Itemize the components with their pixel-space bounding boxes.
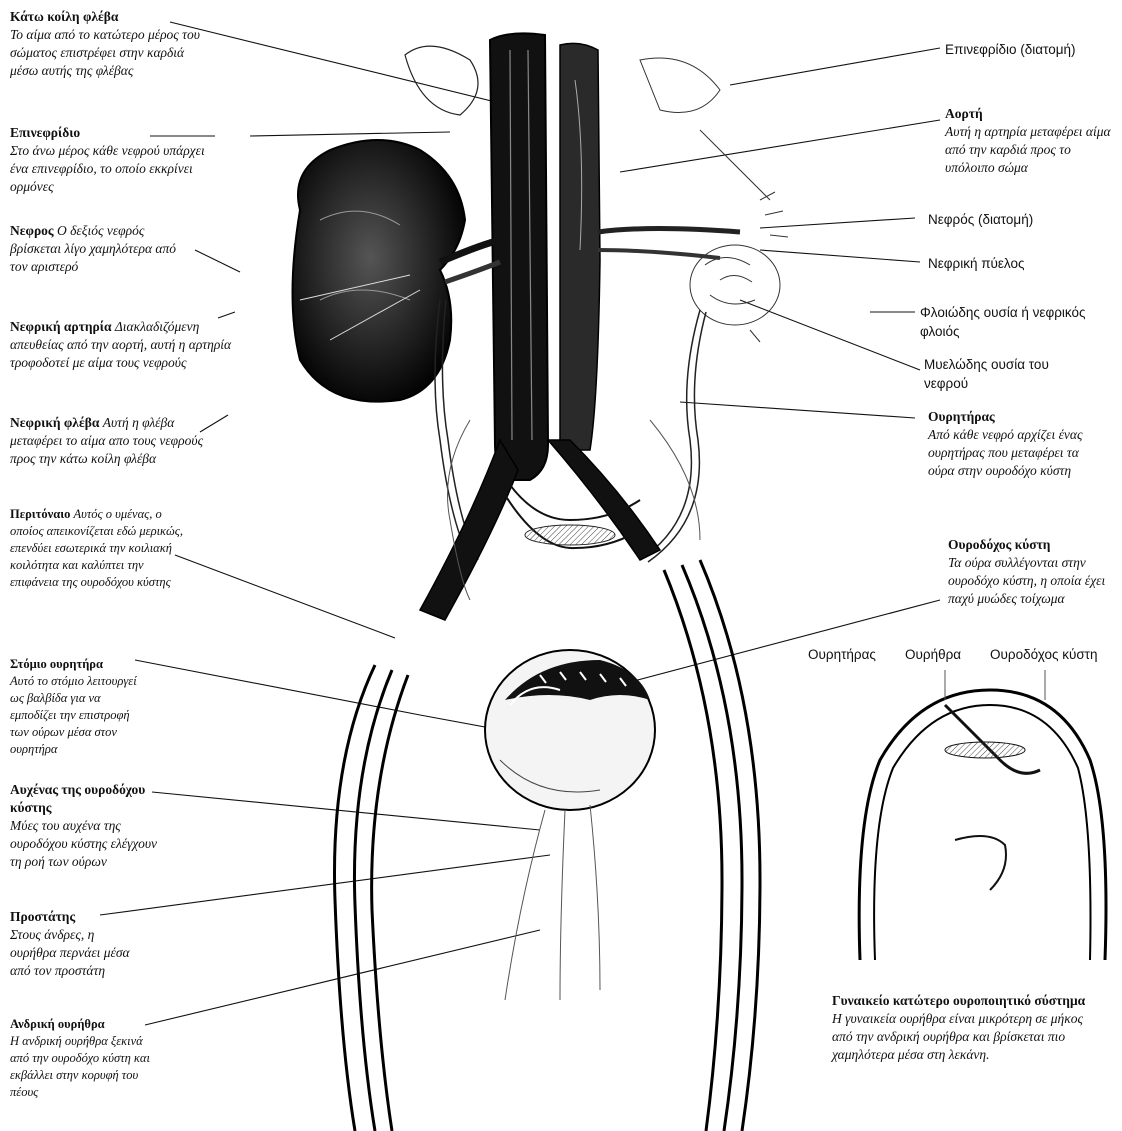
label-adrenal-left: Επινεφρίδιο Στο άνω μέρος κάθε νεφρού υπ… (10, 124, 225, 196)
label-renal-artery: Νεφρική αρτηρία Διακλαδιζόμενη απευθείας… (10, 318, 235, 372)
label-title: Αυχένας της ουροδόχου κύστης (10, 782, 145, 815)
label-renal-pelvis: Νεφρική πύελος (928, 254, 1118, 273)
label-female-inset: Γυναικείο κατώτερο ουροποιητικό σύστημα … (832, 992, 1102, 1064)
inset-label-ureter: Ουρητήρας (808, 645, 888, 664)
label-title: Ουροδόχος κύστη (948, 537, 1050, 552)
inset-label-bladder: Ουροδόχος κύστη (990, 645, 1120, 664)
label-desc: Αυτό το στόμιο λειτουργεί ως βαλβίδα για… (10, 674, 137, 756)
label-desc: Στο άνω μέρος κάθε νεφρού υπάρχει ένα επ… (10, 143, 205, 194)
label-title: Αορτή (945, 106, 983, 121)
label-desc: Από κάθε νεφρό αρχίζει ένας ουρητήρας πο… (928, 427, 1082, 478)
label-prostate: Προστάτης Στους άνδρες, η ουρήθρα περνάε… (10, 908, 135, 980)
inset-label-urethra: Ουρήθρα (905, 645, 985, 664)
urinary-bladder (485, 650, 655, 1000)
label-renal-cortex: Φλοιώδης ουσία ή νεφρικός φλοιός (920, 303, 1100, 341)
label-title: Ουρητήρας (928, 409, 995, 424)
female-inset (859, 670, 1106, 960)
label-renal-medulla: Μυελώδης ουσία του νεφρού (924, 355, 1094, 393)
label-title: Στόμιο ουρητήρα (10, 657, 103, 671)
label-ureter: Ουρητήρας Από κάθε νεφρό αρχίζει ένας ου… (928, 408, 1103, 480)
label-desc: Στους άνδρες, η ουρήθρα περνάει μέσα από… (10, 927, 130, 978)
label-desc: Η ανδρική ουρήθρα ξεκινά από την ουροδόχ… (10, 1034, 150, 1099)
label-title: Νεφρική αρτηρία (10, 319, 111, 334)
label-desc: Αυτή η αρτηρία μεταφέρει αίμα από την κα… (945, 124, 1111, 175)
label-desc: Νεφρική πύελος (928, 256, 1024, 271)
label-inferior-vena-cava: Κάτω κοίλη φλέβα Το αίμα από το κατώτερο… (10, 8, 210, 80)
label-ureteric-orifice: Στόμιο ουρητήρα Αυτό το στόμιο λειτουργε… (10, 656, 148, 758)
kidney-left (293, 140, 466, 402)
label-title: Κάτω κοίλη φλέβα (10, 9, 118, 24)
label-title: Νεφρική φλέβα (10, 415, 99, 430)
label-urinary-bladder: Ουροδόχος κύστη Τα ούρα συλλέγονται στην… (948, 536, 1118, 608)
label-kidney-section: Νεφρός (διατομή) (928, 210, 1118, 229)
label-aorta: Αορτή Αυτή η αρτηρία μεταφέρει αίμα από … (945, 105, 1115, 177)
label-desc: Φλοιώδης ουσία ή νεφρικός φλοιός (920, 305, 1085, 339)
label-peritoneum: Περιτόναιο Αυτός ο υμένας, ο οποίος απει… (10, 506, 188, 591)
label-adrenal-section: Επινεφρίδιο (διατομή) (945, 40, 1105, 59)
label-title: Νεφρος (10, 223, 54, 238)
label-desc: Το αίμα από το κατώτερο μέρος του σώματο… (10, 27, 200, 78)
label-desc: Νεφρός (διατομή) (928, 212, 1033, 227)
label-title: Προστάτης (10, 909, 75, 924)
label-title: Ανδρική ουρήθρα (10, 1017, 105, 1031)
label-male-urethra: Ανδρική ουρήθρα Η ανδρική ουρήθρα ξεκινά… (10, 1016, 160, 1101)
label-desc: Μύες του αυχένα της ουροδόχου κύστης ελέ… (10, 818, 157, 869)
label-kidney: Νεφρος Ο δεξιός νεφρός βρίσκεται λίγο χα… (10, 222, 195, 276)
label-title: Περιτόναιο (10, 507, 70, 521)
label-desc: Τα ούρα συλλέγονται στην ουροδόχο κύστη,… (948, 555, 1105, 606)
pelvic-bones (335, 560, 761, 1131)
label-renal-vein: Νεφρική φλέβα Αυτή η φλέβα μεταφέρει το … (10, 414, 205, 468)
label-desc: Μυελώδης ουσία του νεφρού (924, 357, 1049, 391)
label-title: Επινεφρίδιο (10, 125, 80, 140)
label-desc: Επινεφρίδιο (διατομή) (945, 42, 1076, 57)
label-bladder-neck: Αυχένας της ουροδόχου κύστης Μύες του αυ… (10, 781, 160, 871)
label-desc: Η γυναικεία ουρήθρα είναι μικρότερη σε μ… (832, 1011, 1083, 1062)
label-title: Γυναικείο κατώτερο ουροποιητικό σύστημα (832, 993, 1085, 1008)
